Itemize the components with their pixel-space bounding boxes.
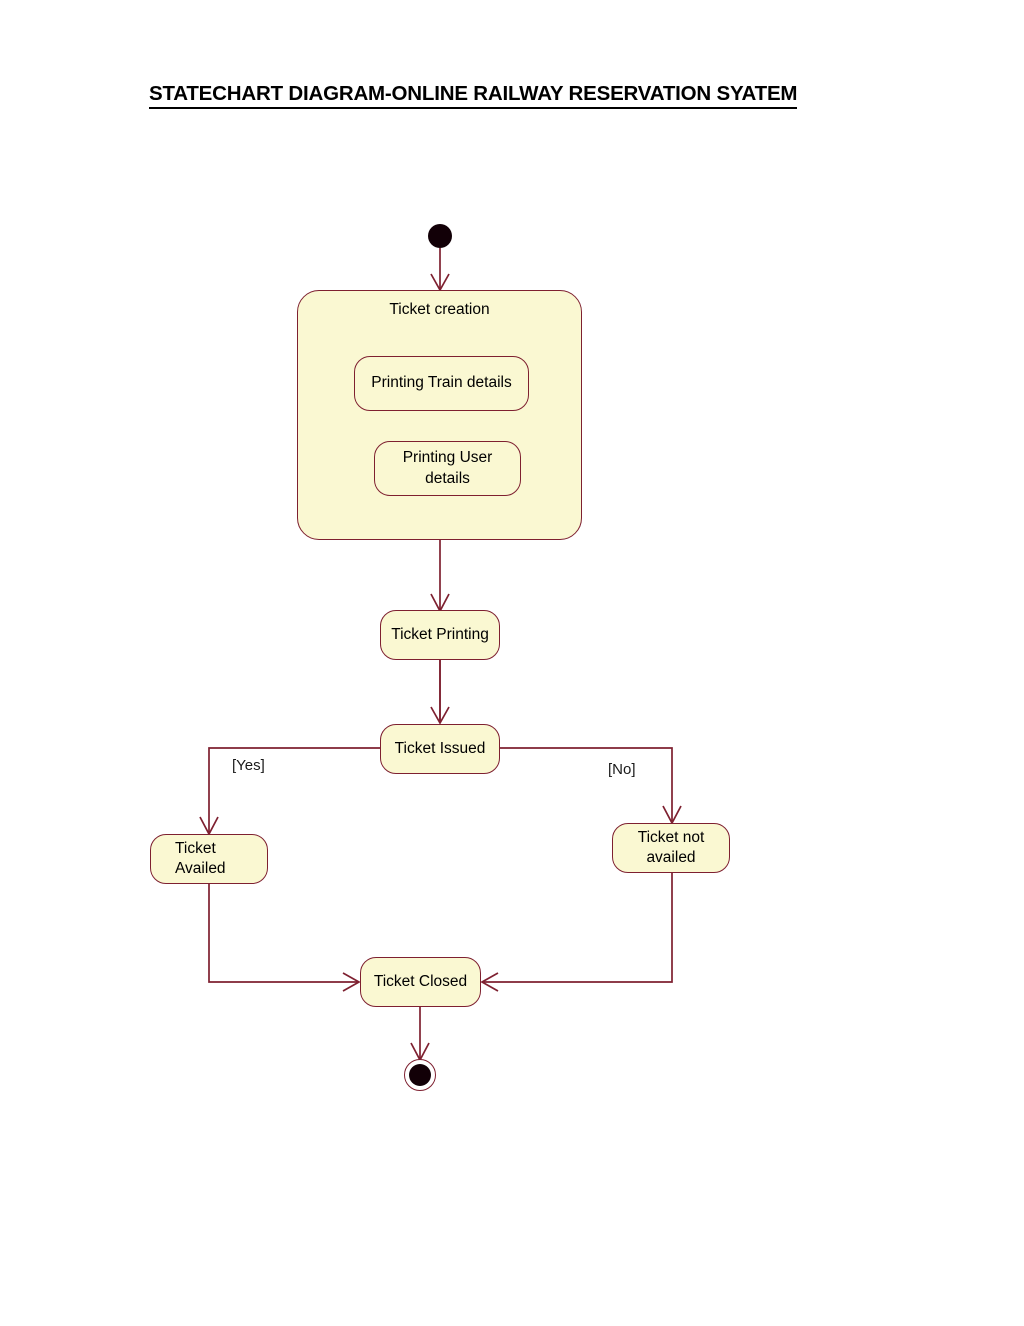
transition-ticket-closed-to-final-state	[410, 1006, 430, 1062]
guard-label-no: [No]	[608, 761, 636, 778]
state-ticket-availed[interactable]: Ticket Availed	[150, 834, 268, 884]
state-ticket-printing-label: Ticket Printing	[391, 625, 489, 643]
state-ticket-availed-label: Ticket Availed	[175, 839, 226, 877]
state-printing-user-details-label: Printing User details	[402, 449, 493, 487]
transition-ticket-issued-to-ticket-not-availed	[500, 747, 682, 825]
transition-ticket-printing-to-ticket-issued	[430, 660, 450, 725]
initial-state-node	[428, 224, 452, 248]
state-ticket-creation-label: Ticket creation	[389, 301, 490, 318]
page-title: STATECHART DIAGRAM-ONLINE RAILWAY RESERV…	[149, 82, 798, 109]
final-state-inner-dot	[409, 1064, 431, 1086]
state-ticket-not-availed[interactable]: Ticket not availed	[612, 823, 730, 873]
state-printing-user-details[interactable]: Printing User details	[374, 441, 521, 496]
state-ticket-not-availed-label: Ticket not availed	[637, 828, 705, 866]
guard-label-yes: [Yes]	[232, 757, 265, 774]
state-ticket-closed-label: Ticket Closed	[373, 972, 468, 990]
state-ticket-issued[interactable]: Ticket Issued	[380, 724, 500, 774]
state-ticket-printing[interactable]: Ticket Printing	[380, 610, 500, 660]
transition-ticket-issued-to-ticket-availed	[199, 747, 380, 836]
state-ticket-creation[interactable]: Ticket creation Printing Train details P…	[297, 290, 582, 540]
transition-initial-to-ticket-creation	[430, 248, 450, 292]
state-printing-train-details[interactable]: Printing Train details	[354, 356, 529, 411]
state-ticket-closed[interactable]: Ticket Closed	[360, 957, 481, 1007]
final-state-node	[404, 1059, 436, 1091]
state-printing-train-details-label: Printing Train details	[371, 374, 512, 392]
transition-ticket-availed-to-ticket-closed	[208, 884, 361, 992]
transition-ticket-not-availed-to-ticket-closed	[480, 872, 673, 992]
state-ticket-issued-label: Ticket Issued	[394, 739, 486, 757]
